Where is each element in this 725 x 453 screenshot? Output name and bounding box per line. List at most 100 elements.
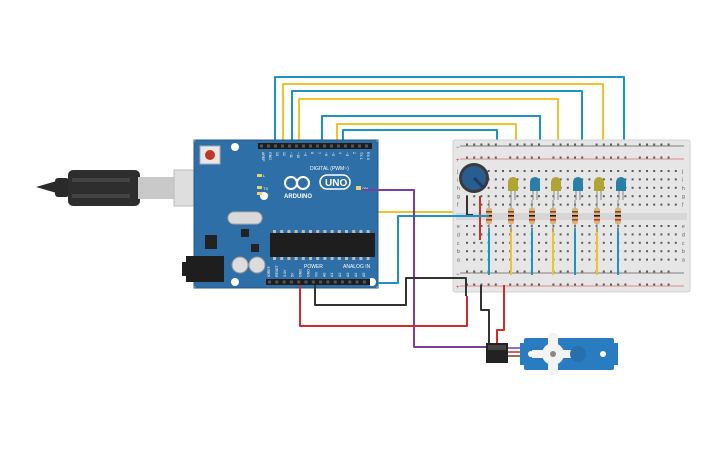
- bb-hole: [646, 225, 648, 227]
- power-label: POWER: [304, 264, 323, 270]
- rail-hole: [581, 143, 584, 146]
- bb-hole: [602, 233, 605, 236]
- row-letter: b: [682, 249, 685, 255]
- bb-hole: [624, 225, 627, 227]
- rail-hole: [466, 270, 468, 273]
- bb-hole: [667, 178, 670, 181]
- bb-hole: [494, 250, 497, 253]
- bb-hole: [509, 203, 512, 206]
- rail-hole: [538, 270, 540, 273]
- resistor-band: [508, 215, 514, 217]
- rail-hole: [552, 283, 555, 286]
- bb-hole: [638, 195, 641, 198]
- header-hole: [297, 280, 301, 284]
- rail-hole: [473, 143, 476, 146]
- resistor-band: [594, 219, 600, 221]
- row-letter: c: [457, 241, 460, 247]
- rail-hole: [530, 143, 533, 146]
- bb-hole: [566, 225, 569, 227]
- bb-hole: [545, 258, 548, 261]
- top-pin-label: ~3: [345, 152, 349, 156]
- bottom-pin-label: A4: [354, 273, 358, 277]
- bottom-pin-label: 5V: [291, 272, 295, 277]
- bb-hole: [494, 225, 497, 227]
- rail-hole: [509, 156, 512, 159]
- bottom-pin-label: GND: [299, 269, 303, 277]
- rail-hole: [523, 270, 526, 273]
- rail-hole: [638, 270, 641, 273]
- rail-hole: [653, 156, 656, 159]
- bb-hole: [566, 250, 569, 253]
- rail-hole: [552, 143, 555, 146]
- bb-hole: [523, 178, 526, 181]
- rail-hole: [602, 283, 605, 286]
- bb-hole: [559, 225, 562, 227]
- chip-pin: [309, 230, 312, 233]
- bb-hole: [581, 241, 584, 244]
- bb-hole: [538, 203, 540, 206]
- rail-hole: [667, 156, 670, 159]
- resistor-band: [572, 219, 578, 221]
- chip-pins: [273, 230, 370, 260]
- bottom-pin-label: A2: [338, 273, 342, 277]
- header-hole: [323, 144, 326, 148]
- bb-hole: [631, 203, 634, 206]
- bb-hole: [646, 233, 648, 236]
- header-hole: [365, 144, 368, 148]
- bb-hole: [588, 178, 591, 181]
- header-hole: [288, 144, 291, 148]
- resistor-band: [594, 211, 600, 213]
- row-letter: g: [457, 194, 460, 200]
- header-hole: [333, 280, 337, 284]
- rail-hole: [602, 270, 605, 273]
- top-pin-label: ~11: [289, 152, 293, 158]
- row-letter: e: [457, 224, 460, 230]
- bb-hole: [502, 203, 504, 206]
- rail-hole: [660, 270, 663, 273]
- bb-hole: [473, 250, 476, 253]
- bb-hole: [502, 258, 504, 261]
- bb-hole: [566, 203, 569, 206]
- resistors: [486, 200, 621, 232]
- rail-hole: [494, 143, 497, 146]
- chip-pin: [345, 257, 348, 260]
- chip-pin: [366, 257, 370, 260]
- bb-hole: [466, 225, 468, 227]
- bb-hole: [674, 170, 677, 172]
- rail-hole: [624, 143, 627, 146]
- rx-label: RX: [263, 192, 269, 197]
- bb-hole: [538, 225, 540, 227]
- header-hole: [304, 280, 308, 284]
- rail-minus-top: −: [456, 145, 460, 151]
- bb-hole: [624, 258, 627, 261]
- chip-pin: [359, 230, 363, 233]
- top-pin-label: ~10: [296, 152, 300, 158]
- rail-hole: [602, 143, 605, 146]
- bb-hole: [566, 170, 569, 172]
- bb-hole: [624, 195, 627, 198]
- top-pin-label: 7: [317, 152, 321, 154]
- bottom-pin-label: IOREF: [267, 265, 271, 277]
- led: [508, 177, 518, 191]
- led: [616, 177, 626, 191]
- bb-hole: [624, 233, 627, 236]
- bb-hole: [660, 186, 663, 189]
- potentiometer: [459, 163, 489, 193]
- header-hole: [326, 280, 330, 284]
- bb-hole: [480, 250, 483, 253]
- bb-hole: [559, 178, 562, 181]
- bb-hole: [602, 178, 605, 181]
- bb-hole: [473, 203, 476, 206]
- bb-hole: [545, 241, 548, 244]
- bb-hole: [509, 225, 512, 227]
- bb-hole: [646, 203, 648, 206]
- rail-hole: [559, 143, 562, 146]
- rail-hole: [638, 156, 641, 159]
- rail-hole: [566, 143, 569, 146]
- bb-hole: [494, 258, 497, 261]
- resistor-band: [550, 215, 556, 217]
- header-hole: [275, 280, 279, 284]
- chip-pin: [330, 230, 334, 233]
- bb-hole: [631, 225, 634, 227]
